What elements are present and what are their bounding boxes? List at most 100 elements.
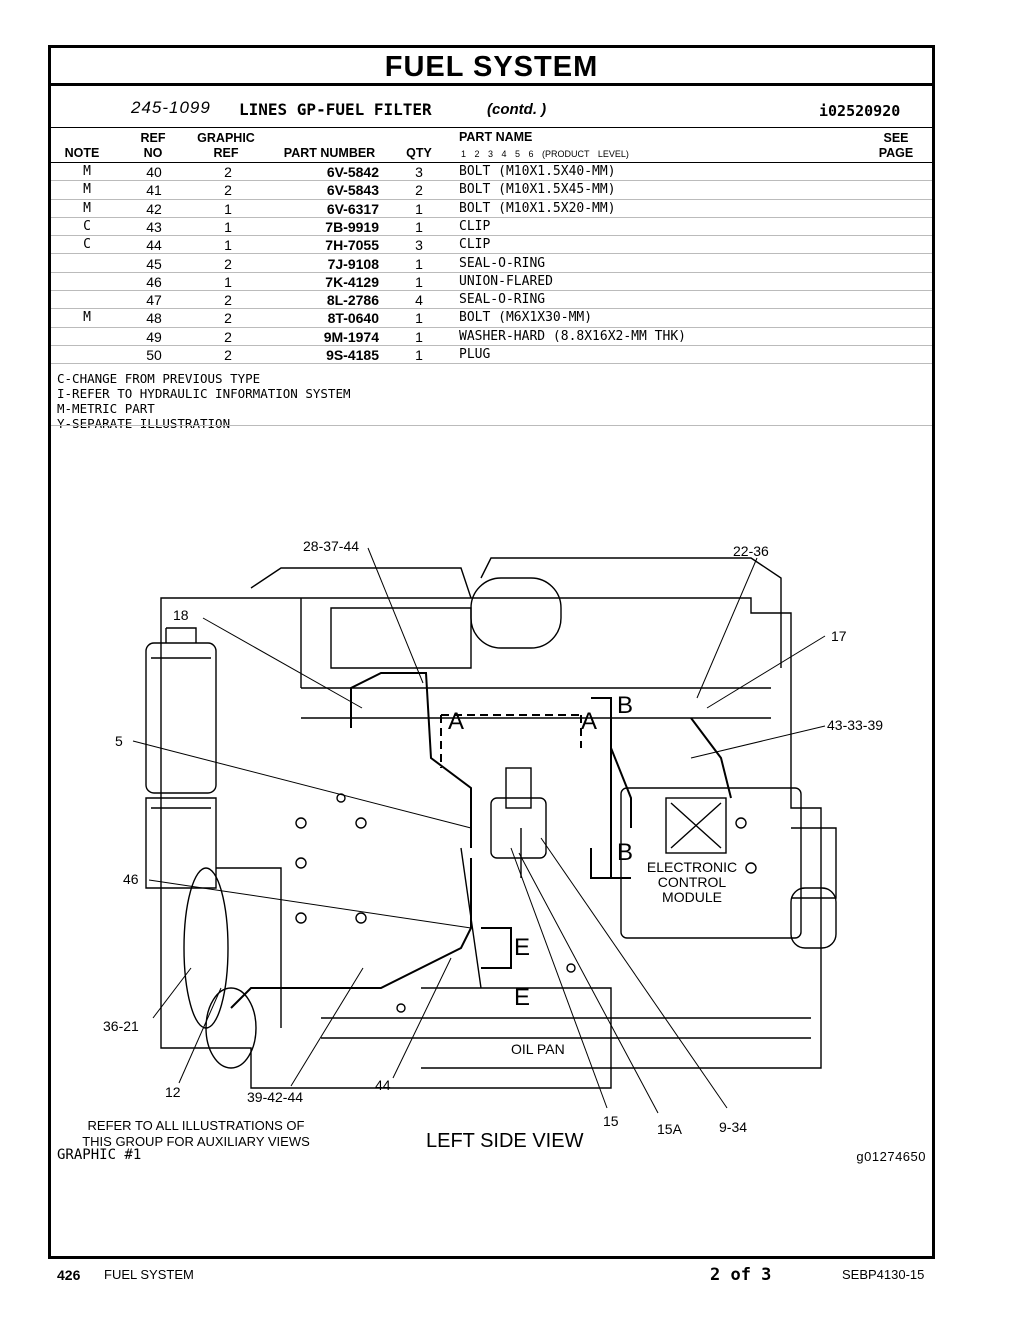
table-row: M 48 2 8T-0640 1 BOLT (M6X1X30-MM) <box>51 309 932 328</box>
table-row: 50 2 9S-4185 1 PLUG <box>51 346 932 365</box>
qty-cell: 4 <box>415 292 423 309</box>
qty-cell: 3 <box>415 237 423 254</box>
footer-section: FUEL SYSTEM <box>104 1267 194 1282</box>
qty-cell: 1 <box>415 255 423 272</box>
part-name-cell: BOLT (M10X1.5X40-MM) <box>459 164 616 179</box>
ref-cell: 46 <box>146 273 162 290</box>
table-row: M 42 1 6V-6317 1 BOLT (M10X1.5X20-MM) <box>51 200 932 218</box>
graphic-cell: 2 <box>224 310 232 327</box>
section-letter-a-left: A <box>448 708 464 735</box>
ref-cell: 48 <box>146 310 162 327</box>
callout-12: 12 <box>165 1084 181 1100</box>
table-row: M 40 2 6V-5842 3 BOLT (M10X1.5X40-MM) <box>51 163 932 182</box>
section-letter-e-top: E <box>514 934 530 961</box>
graphic-cell: 2 <box>224 292 232 309</box>
oil-pan-label: OIL PAN <box>511 1041 565 1057</box>
graphic-cell: 1 <box>224 200 232 217</box>
group-contd: (contd. ) <box>487 101 547 118</box>
callout-44: 44 <box>375 1077 391 1093</box>
callout-18: 18 <box>173 607 189 623</box>
group-id: i02520920 <box>819 102 901 120</box>
note-cell: C <box>83 237 91 253</box>
qty-cell: 1 <box>415 218 423 235</box>
qty-cell: 1 <box>415 273 423 290</box>
qty-cell: 1 <box>415 347 423 363</box>
group-name: LINES GP-FUEL FILTER <box>239 100 432 119</box>
part-number-cell: 6V-5843 <box>326 182 379 199</box>
table-row: 49 2 9M-1974 1 WASHER-HARD (8.8X16X2-MM … <box>51 328 932 346</box>
qty-cell: 3 <box>415 164 423 180</box>
section-letter-b-top: B <box>617 692 633 719</box>
callout-15a: 15A <box>657 1121 683 1137</box>
col-part-name: PART NAME <box>459 130 533 144</box>
ref-cell: 41 <box>146 182 162 199</box>
engine-diagram: 28-37-44 22-36 17 18 43-33-39 5 46 36-21… <box>82 538 883 1148</box>
graphic-cell: 2 <box>224 164 232 180</box>
divider <box>51 127 932 128</box>
ref-cell: 50 <box>146 347 162 363</box>
graphic-cell: 1 <box>224 237 232 254</box>
col-product-level: 1 2 3 4 5 6 (PRODUCT LEVEL) <box>461 149 629 159</box>
ref-cell: 44 <box>146 237 162 254</box>
note-cell: M <box>83 164 91 179</box>
note-cell: C <box>83 218 91 234</box>
callout-28-37-44: 28-37-44 <box>303 538 359 554</box>
ref-cell: 47 <box>146 292 162 309</box>
ref-cell: 40 <box>146 164 162 180</box>
callout-15: 15 <box>603 1113 619 1129</box>
table-row: 47 2 8L-2786 4 SEAL-O-RING <box>51 291 932 310</box>
title-bar: FUEL SYSTEM <box>51 48 932 86</box>
callout-43-33-39: 43-33-39 <box>827 717 883 733</box>
qty-cell: 2 <box>415 182 423 199</box>
table-row: 46 1 7K-4129 1 UNION-FLARED <box>51 273 932 292</box>
section-letter-a-right: A <box>581 708 597 735</box>
part-name-cell: SEAL-O-RING <box>459 292 546 308</box>
col-see-top: SEE <box>883 131 909 145</box>
footer-page-number: 426 <box>57 1267 81 1283</box>
callout-36-21: 36-21 <box>103 1018 139 1034</box>
part-number-cell: 7K-4129 <box>325 273 379 290</box>
part-number-cell: 9M-1974 <box>323 328 379 345</box>
ecm-label-line: ELECTRONIC <box>647 859 737 875</box>
part-number-cell: 9S-4185 <box>326 347 379 363</box>
part-name-cell: BOLT (M10X1.5X45-MM) <box>459 182 616 198</box>
note-cell: M <box>83 200 91 216</box>
col-ref-top: REF <box>140 131 166 145</box>
ecm-label-line: MODULE <box>662 889 722 905</box>
note-cell: M <box>83 310 91 326</box>
part-number-cell: 6V-5842 <box>326 164 379 180</box>
graphic-cell: 2 <box>224 328 232 345</box>
ref-cell: 42 <box>146 200 162 217</box>
part-name-cell: CLIP <box>459 218 491 234</box>
qty-cell: 1 <box>415 310 423 327</box>
part-name-cell: BOLT (M10X1.5X20-MM) <box>459 200 616 216</box>
engine-outline <box>145 557 837 1089</box>
callout-22-36: 22-36 <box>733 543 769 559</box>
table-row: M 41 2 6V-5843 2 BOLT (M10X1.5X45-MM) <box>51 181 932 200</box>
col-qty: QTY <box>406 146 432 160</box>
part-name-cell: BOLT (M6X1X30-MM) <box>459 310 593 326</box>
part-number-cell: 7J-9108 <box>327 255 379 272</box>
part-number-cell: 8T-0640 <box>327 310 379 327</box>
ecm-label-line: CONTROL <box>658 874 727 890</box>
col-part-number: PART NUMBER <box>283 146 376 160</box>
section-letter-e-bottom: E <box>514 984 530 1011</box>
col-note: NOTE <box>64 146 100 160</box>
graphic-label: GRAPHIC #1 <box>57 1147 142 1163</box>
ref-cell: 45 <box>146 255 162 272</box>
divider <box>51 425 932 426</box>
graphic-cell: 2 <box>224 182 232 199</box>
callout-5: 5 <box>115 733 123 749</box>
graphic-cell: 1 <box>224 218 232 235</box>
callout-17: 17 <box>831 628 847 644</box>
graphic-id: g01274650 <box>856 1149 926 1164</box>
page-frame: FUEL SYSTEM 245-1099 LINES GP-FUEL FILTE… <box>48 45 935 1259</box>
footer-sheet: 2 of 3 <box>710 1265 772 1285</box>
table-row: C 44 1 7H-7055 3 CLIP <box>51 236 932 255</box>
col-see-bottom: PAGE <box>878 146 914 160</box>
note-line: I-REFER TO HYDRAULIC INFORMATION SYSTEM <box>57 386 351 401</box>
group-number: 245-1099 <box>131 98 211 117</box>
table-row: 45 2 7J-9108 1 SEAL-O-RING <box>51 255 932 273</box>
graphic-cell: 1 <box>224 273 232 290</box>
